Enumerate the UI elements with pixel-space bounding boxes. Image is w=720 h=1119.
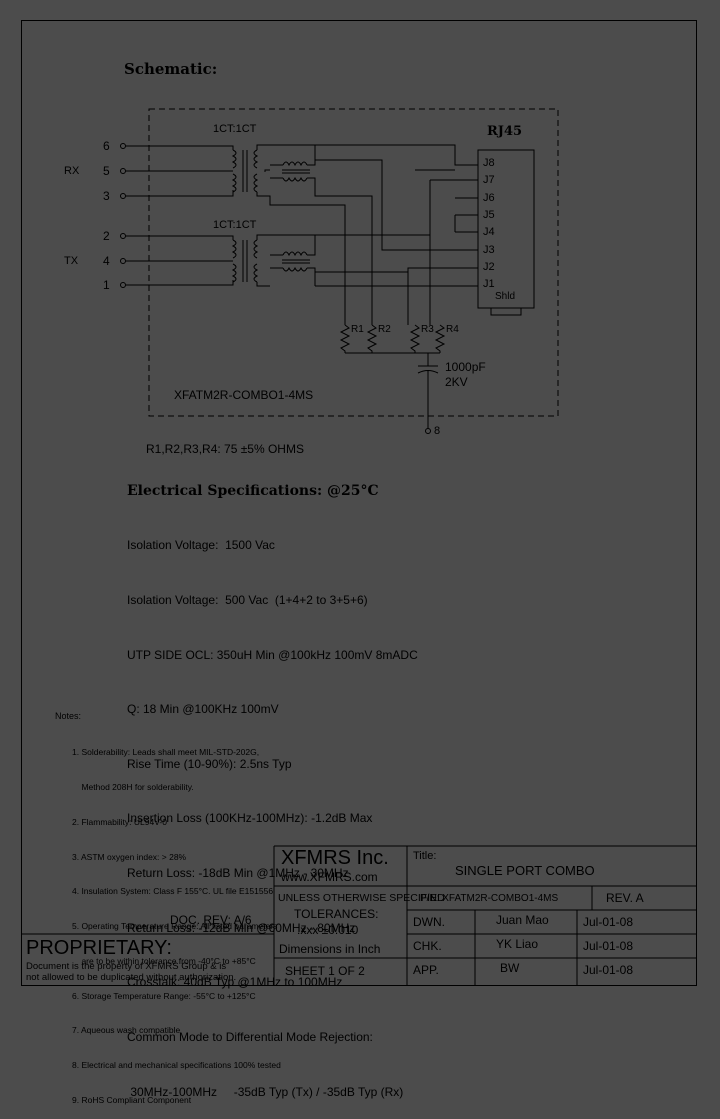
connector-pin-j4: J4 xyxy=(483,226,495,238)
note-item: 4. Insulation System: Class F 155°C. UL … xyxy=(72,886,274,897)
xfmr-bottom-label: 1CT:1CT xyxy=(213,219,257,231)
pin-label-6: 6 xyxy=(103,139,110,153)
note-item: 5. Operating Temperature Range: All list… xyxy=(72,921,278,932)
connector-title: RJ45 xyxy=(487,124,523,139)
unless-specified: UNLESS OTHERWISE SPECIFIED xyxy=(278,892,445,904)
rj45-shield-tab xyxy=(490,307,522,316)
role-app: APP. xyxy=(413,963,439,977)
title-value: SINGLE PORT COMBO xyxy=(455,863,595,878)
tolerances-label: TOLERANCES: xyxy=(294,907,379,921)
pin-1-terminal xyxy=(120,282,126,288)
spec-line: UTP SIDE OCL: 350uH Min @100kHz 100mV 8m… xyxy=(127,647,418,662)
pin-3-terminal xyxy=(120,193,126,199)
ground-pin-terminal xyxy=(425,428,431,434)
proprietary-heading: PROPRIETARY: xyxy=(26,937,172,959)
resistor-r3-label: R3 xyxy=(421,324,434,335)
spec-line: Isolation Voltage: 1500 Vac xyxy=(127,538,275,553)
date-chk: Jul-01-08 xyxy=(583,939,634,953)
connector-pin-j3: J3 xyxy=(483,244,495,256)
drawing-sheet xyxy=(21,20,697,986)
name-dwn: Juan Mao xyxy=(496,913,549,927)
cap-value: 1000pF xyxy=(445,360,486,374)
schematic-diagram xyxy=(120,108,559,434)
note-item: 6. Storage Temperature Range: -55°C to +… xyxy=(72,990,256,1001)
pin-2-terminal xyxy=(120,233,126,239)
pin-label-5: 5 xyxy=(103,164,110,178)
role-dwn: DWN. xyxy=(413,915,445,929)
connector-pin-j7: J7 xyxy=(483,174,495,186)
schematic-heading: Schematic: xyxy=(124,60,218,78)
tolerance-value: .xxx ±0.010 xyxy=(297,923,359,937)
doc-rev: DOC. REV: A/6 xyxy=(170,913,252,927)
note-item: are to be within tolerance from -40°C to… xyxy=(72,955,256,966)
tx-label: TX xyxy=(64,255,79,267)
connector-pin-j8: J8 xyxy=(483,157,495,169)
note-item: 1. Solderability: Leads shall meet MIL-S… xyxy=(72,747,260,758)
note-item: 7. Aqueous wash compatible xyxy=(72,1025,181,1036)
pin-label-1: 1 xyxy=(103,278,110,292)
connector-pin-j1: J1 xyxy=(483,278,495,290)
resistor-r2-label: R2 xyxy=(378,324,391,335)
spec-line: Isolation Voltage: 500 Vac (1+4+2 to 3+5… xyxy=(127,593,368,608)
enclosure-dashed-box xyxy=(148,108,559,417)
cap-voltage: 2KV xyxy=(445,375,468,389)
note-item: Method 208H for solderability. xyxy=(72,781,194,792)
proprietary-text-1: Document is the property of XFMRS Group … xyxy=(26,961,227,972)
note-item: 2. Flammability: UL94V-0 xyxy=(72,816,167,827)
ground-pin-label: 8 xyxy=(434,425,441,437)
revision: REV. A xyxy=(606,891,644,905)
company-website[interactable]: www.XFMRS.com xyxy=(281,870,378,884)
electrical-heading: Electrical Specifications: @25°C xyxy=(127,483,379,499)
pin-4-terminal xyxy=(120,258,126,264)
spec-line: Crosstalk: 40dB Typ @1MHz to 100MHz xyxy=(127,975,343,990)
spec-line: Return Loss: -12dB Min @60MHz - 80MHz xyxy=(127,920,356,935)
spec-line: Q: 18 Min @100KHz 100mV xyxy=(127,702,279,717)
role-chk: CHK. xyxy=(413,939,442,953)
title-block-lines xyxy=(21,845,697,986)
notes-heading: Notes: xyxy=(55,711,82,721)
resistor-r4-label: R4 xyxy=(446,324,459,335)
resistor-r1-label: R1 xyxy=(351,324,364,335)
part-number: P/N: XFATM2R-COMBO1-4MS xyxy=(420,893,559,904)
sheet-number: SHEET 1 OF 2 xyxy=(285,964,365,978)
connector-pin-j2: J2 xyxy=(483,261,495,273)
resistor-note: R1,R2,R3,R4: 75 ±5% OHMS xyxy=(146,442,304,456)
shield-label: Shld xyxy=(495,291,516,302)
pin-label-2: 2 xyxy=(103,229,110,243)
pin-label-4: 4 xyxy=(103,254,110,268)
pin-5-terminal xyxy=(120,168,126,174)
note-item: 8. Electrical and mechanical specificati… xyxy=(72,1060,281,1071)
date-app: Jul-01-08 xyxy=(583,963,634,977)
connector-pin-j6: J6 xyxy=(483,192,495,204)
pin-6-terminal xyxy=(120,143,126,149)
name-app: BW xyxy=(500,961,520,975)
connector-pin-j5: J5 xyxy=(483,209,495,221)
part-label: XFATM2R-COMBO1-4MS xyxy=(174,388,314,402)
dimensions-note: Dimensions in Inch xyxy=(279,942,381,956)
company-name: XFMRS Inc. xyxy=(281,847,389,869)
xfmr-top-label: 1CT:1CT xyxy=(213,123,257,135)
title-label: Title: xyxy=(413,850,437,862)
spec-line: Return Loss: -18dB Min @1MHz - 30MHz xyxy=(127,866,349,881)
date-dwn: Jul-01-08 xyxy=(583,915,634,929)
note-item: 9. RoHS Compliant Component xyxy=(72,1095,192,1105)
pin-label-3: 3 xyxy=(103,189,110,203)
spec-line: Rise Time (10-90%): 2.5ns Typ xyxy=(127,756,292,771)
name-chk: YK Liao xyxy=(496,937,539,951)
note-item: 3. ASTM oxygen index: > 28% xyxy=(72,851,187,862)
spec-line: Insertion Loss (100KHz-100MHz): -1.2dB M… xyxy=(127,811,373,826)
proprietary-text-2: not allowed to be duplicated without aut… xyxy=(26,972,237,983)
rx-label: RX xyxy=(64,165,80,177)
